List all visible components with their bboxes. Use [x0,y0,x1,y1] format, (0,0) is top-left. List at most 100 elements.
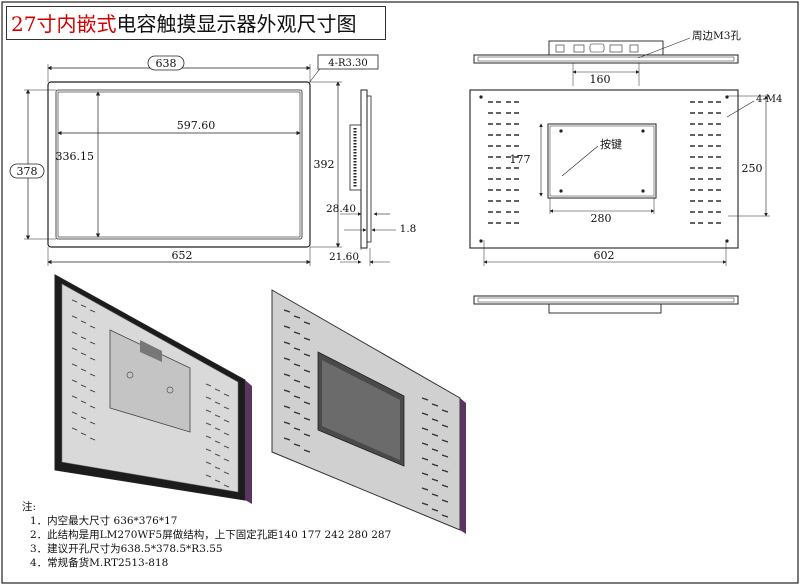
vent-slot [205,461,212,465]
vent-slot [223,419,230,423]
vent-slot [80,384,87,388]
dim-280-label: 280 [591,212,612,225]
vent-slot [205,422,212,426]
front-inner-frame [55,89,303,240]
vent-slot [303,433,311,437]
dim-4m4-label: 4-M4 [756,94,782,105]
vent-slot [89,357,96,361]
vent-slot [431,463,439,467]
callout-side-holes: 周边M3孔 [692,29,741,42]
vent-slot [441,424,449,428]
vent-slot [421,472,429,476]
vent-slot [421,457,429,461]
vent-slot [303,401,311,405]
vent-slot [71,379,78,383]
top-view [473,37,739,86]
note-item-2: 2．此结构是用LM270WF5屏做结构，上下固定孔距140 177 242 28… [30,529,392,541]
vent-slot [283,309,291,313]
vent-slot [293,347,301,351]
bottom-view [473,295,739,314]
vent-slot [89,309,96,313]
vent-slot [214,414,221,418]
vent-slot [283,389,291,393]
dim-160-label: 160 [590,73,611,86]
dim-638-badge [147,55,185,71]
note-item-3: 3．建议开孔尺寸为638.5*378.5*R3.55 [30,543,223,555]
vent-slot [89,389,96,393]
perspective-back-vent-slots [283,309,449,518]
vent-slot [283,373,291,377]
dim-21-label: 21.60 [329,251,359,263]
vent-slot [214,440,221,444]
vent-slot [71,427,78,431]
vent-slot [205,396,212,400]
dim-378-label: 378 [17,165,38,178]
vent-slot [303,385,311,389]
mount-hole [641,189,645,193]
vent-slot [205,409,212,413]
vent-slot [205,448,212,452]
vent-slot [80,320,87,324]
vent-slot [80,400,87,404]
dim-250-label: 250 [742,162,763,175]
vent-slot [214,401,221,405]
vent-slot [283,421,291,425]
vent-slot [223,393,230,397]
callout-buttons: 按键 [600,137,622,151]
vent-slot [205,383,212,387]
side-view [340,89,396,266]
vent-slot [223,445,230,449]
vent-slot [293,315,301,319]
vent-slot [441,439,449,443]
vent-slot [421,427,429,431]
note-item-4: 4．常规备货M.RT2513-818 [30,557,169,569]
vent-slot [283,325,291,329]
mount-hole [479,95,483,99]
vent-slot [205,435,212,439]
vent-slot [303,417,311,421]
vent-slot [421,397,429,401]
vent-slot [89,405,96,409]
back-mount-holes [479,95,729,243]
vent-slot [214,479,221,483]
perspective-back-view [271,289,466,534]
vent-slot [431,403,439,407]
mount-hole [559,129,563,133]
vent-slot [71,411,78,415]
mount-hole [641,129,645,133]
dim-652-label: 652 [172,249,193,262]
vent-slot [71,395,78,399]
vent-slot [421,442,429,446]
vent-slot [441,499,449,503]
vent-slot [80,432,87,436]
vent-slot [89,421,96,425]
vent-slot [441,469,449,473]
dim-602-label: 602 [594,249,615,262]
vent-slot [441,484,449,488]
vent-slot [80,304,87,308]
vent-slot [89,437,96,441]
dim-radius-label: 4-R3.30 [328,58,368,69]
dim-177-label: 177 [510,153,531,166]
drawing-title: 27寸内嵌式电容触摸显示器外观尺寸图 [6,6,386,40]
vent-slot [293,363,301,367]
vent-slot [283,405,291,409]
vent-slot [214,388,221,392]
vent-slot [293,395,301,399]
mount-hole [559,189,563,193]
vent-slot [431,433,439,437]
vent-slot [223,484,230,488]
mount-hole [479,239,483,243]
vent-slot [303,353,311,357]
vent-slot [293,427,301,431]
vent-slot [293,443,301,447]
vent-slot [283,341,291,345]
dim-392-label: 392 [314,158,335,171]
vent-slot [283,437,291,441]
vent-slot [421,487,429,491]
front-active-area [57,91,301,238]
vent-slot [89,373,96,377]
vent-slot [441,409,449,413]
